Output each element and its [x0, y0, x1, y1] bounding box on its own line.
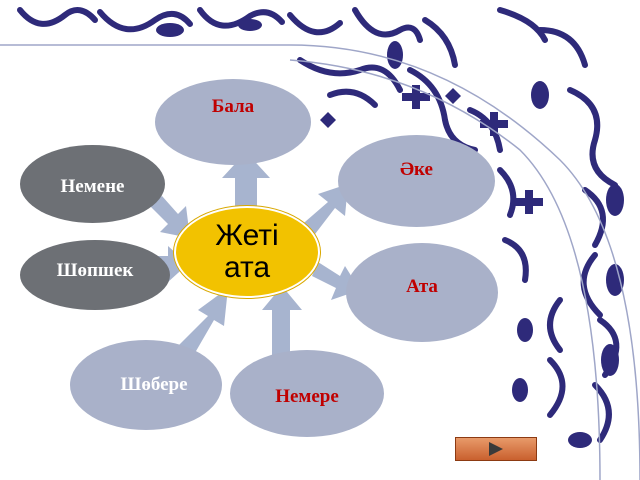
arrow-from-shopshek	[150, 246, 188, 282]
arrow-to-ake	[298, 184, 348, 238]
node-nemene: Немене	[20, 145, 165, 223]
node-shobere: Шөбере	[70, 340, 222, 430]
node-nemere-label: Немере	[275, 385, 339, 407]
node-ata-label: Ата	[406, 275, 438, 297]
center-label: Жеті ата	[215, 219, 279, 284]
node-shopshek-label: Шөпшек	[56, 260, 134, 281]
node-ake: Әке	[338, 135, 495, 227]
arrow-from-shobere	[176, 288, 228, 358]
node-nemere: Немере	[230, 350, 384, 437]
node-center-zheti-ata: Жеті ата	[174, 206, 320, 298]
node-shobere-label: Шөбере	[120, 374, 188, 395]
arrow-from-nemene	[150, 196, 190, 238]
arrow-from-nemere	[262, 286, 302, 370]
next-slide-button[interactable]	[455, 437, 537, 461]
node-nemene-label: Немене	[60, 176, 125, 197]
arrow-to-bala	[222, 152, 270, 215]
node-ata: Ата	[346, 243, 498, 342]
play-icon	[489, 442, 503, 456]
node-ake-label: Әке	[400, 159, 433, 180]
node-bala-label: Бала	[211, 96, 255, 117]
node-shopshek: Шөпшек	[20, 240, 170, 310]
node-bala: Бала	[155, 79, 311, 165]
